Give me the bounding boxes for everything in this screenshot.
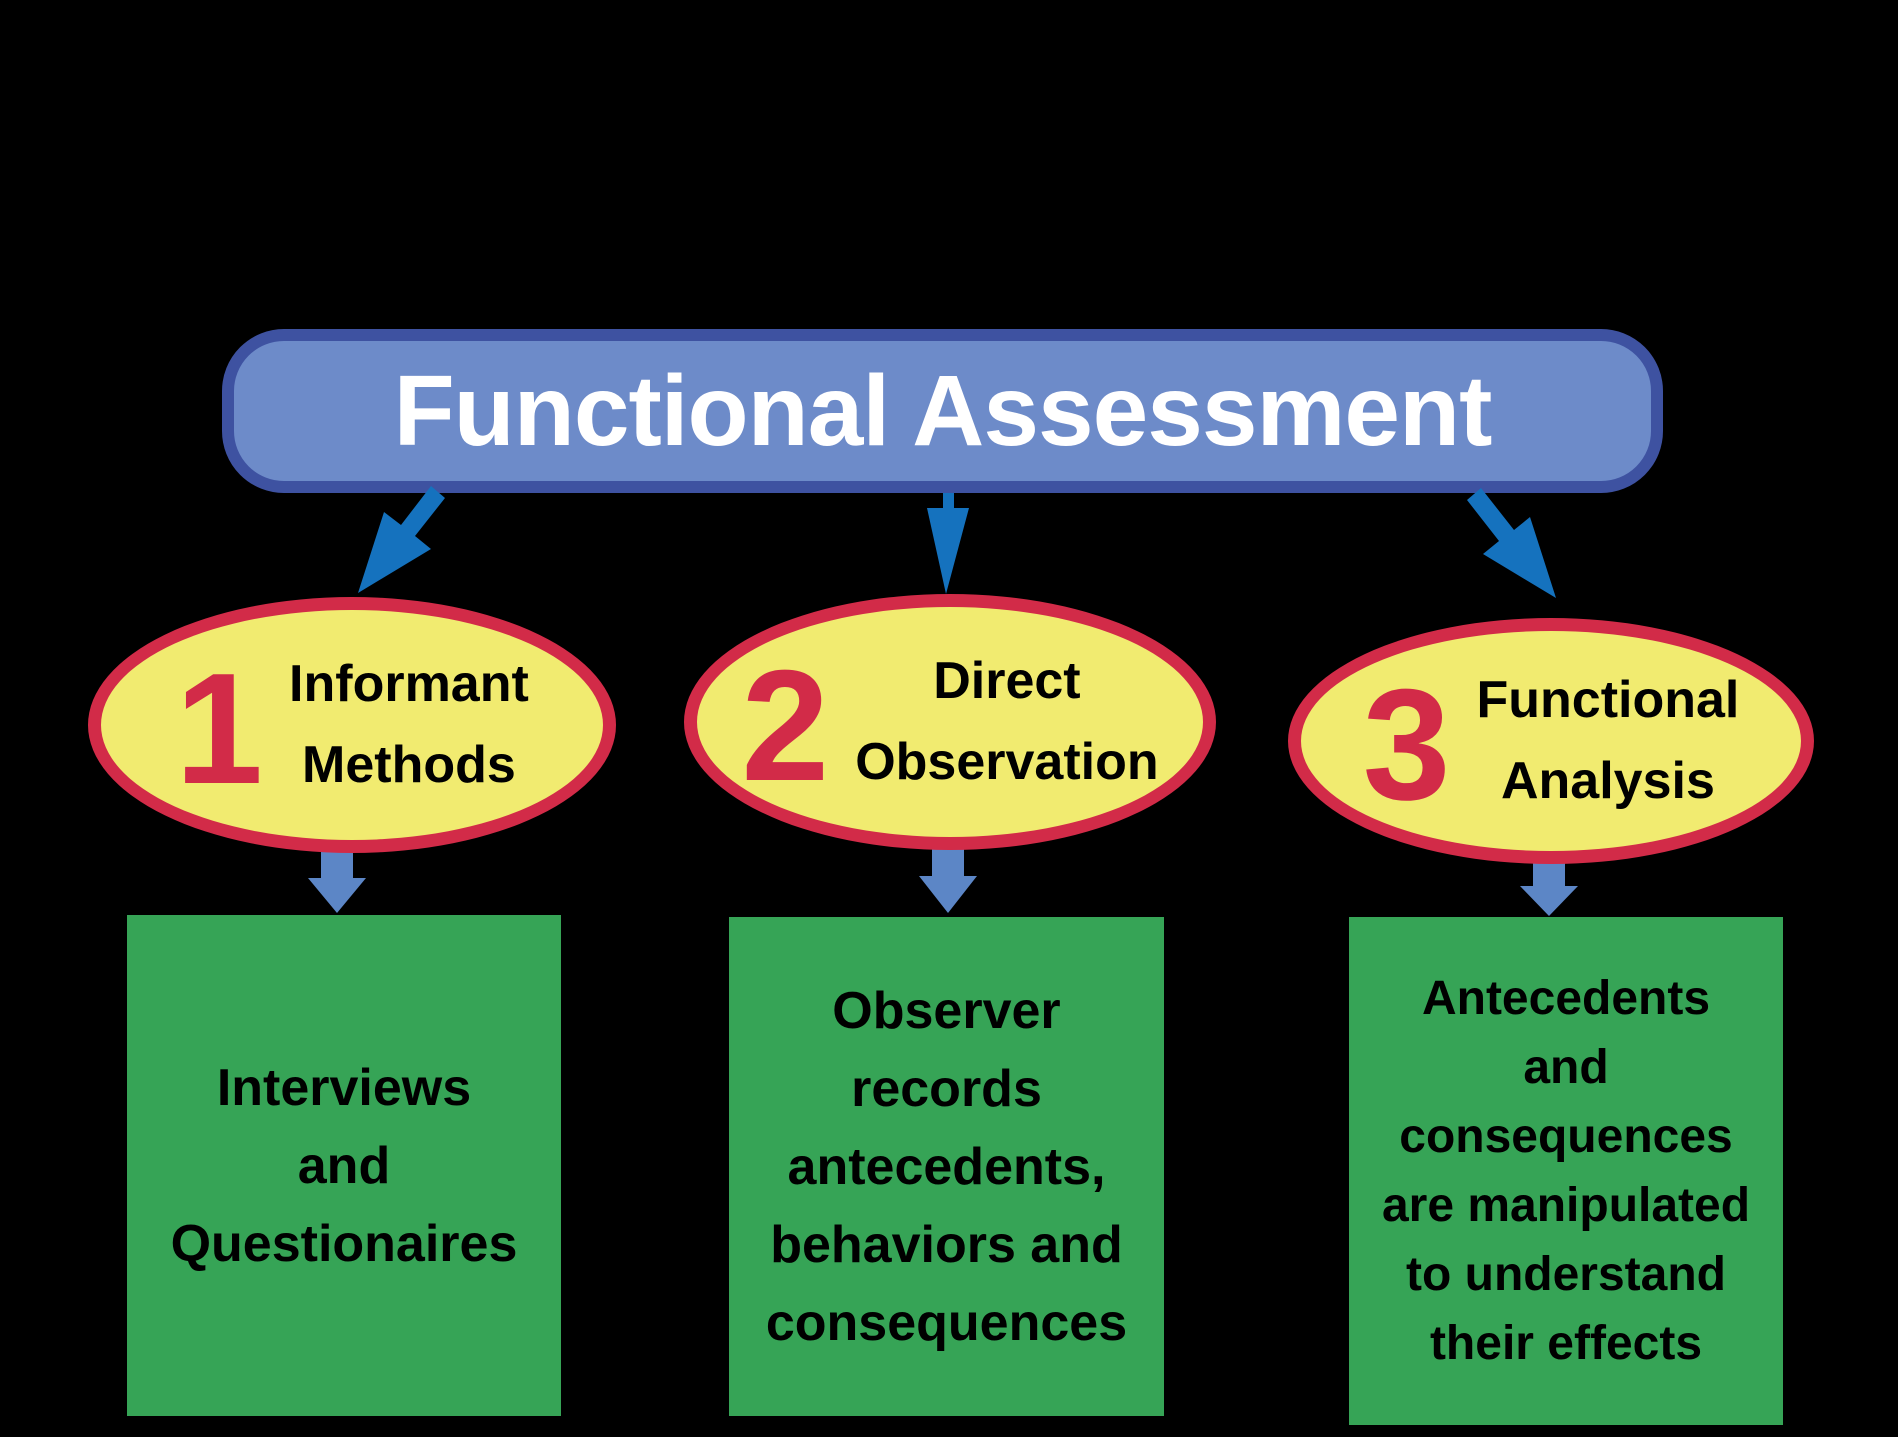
method-1-number: 1 <box>175 641 264 817</box>
detail-2-text: Observer records antecedents, behaviors … <box>765 981 1128 1352</box>
method-1-label: Informant Methods <box>289 655 529 794</box>
arrow-method-2-to-detail-icon <box>919 846 977 913</box>
diagram-title: Functional Assessment <box>393 354 1493 467</box>
method-3-label: Functional Analysis <box>1476 671 1740 810</box>
detail-3-text: Antecedents and consequences are manipul… <box>1381 971 1751 1371</box>
method-3-number: 3 <box>1362 657 1451 833</box>
method-2-number: 2 <box>741 638 830 814</box>
detail-box-2: Observer records antecedents, behaviors … <box>729 917 1164 1416</box>
method-ellipse-2: 2 Direct Observation <box>684 594 1216 850</box>
title-box: Functional Assessment <box>222 329 1663 493</box>
detail-1-text: Interviews and Questionaires <box>170 1058 518 1273</box>
method-2-label: Direct Observation <box>855 652 1159 791</box>
method-ellipse-3: 3 Functional Analysis <box>1288 618 1814 864</box>
detail-box-3: Antecedents and consequences are manipul… <box>1349 917 1783 1425</box>
method-ellipse-1: 1 Informant Methods <box>88 597 616 853</box>
arrow-method-3-to-detail-icon <box>1520 861 1578 916</box>
arrow-title-to-method-1-icon <box>358 486 445 593</box>
arrow-title-to-method-2-icon <box>927 493 969 594</box>
arrow-title-to-method-3-icon <box>1467 488 1556 598</box>
detail-box-1: Interviews and Questionaires <box>127 915 561 1416</box>
arrow-method-1-to-detail-icon <box>308 848 366 913</box>
